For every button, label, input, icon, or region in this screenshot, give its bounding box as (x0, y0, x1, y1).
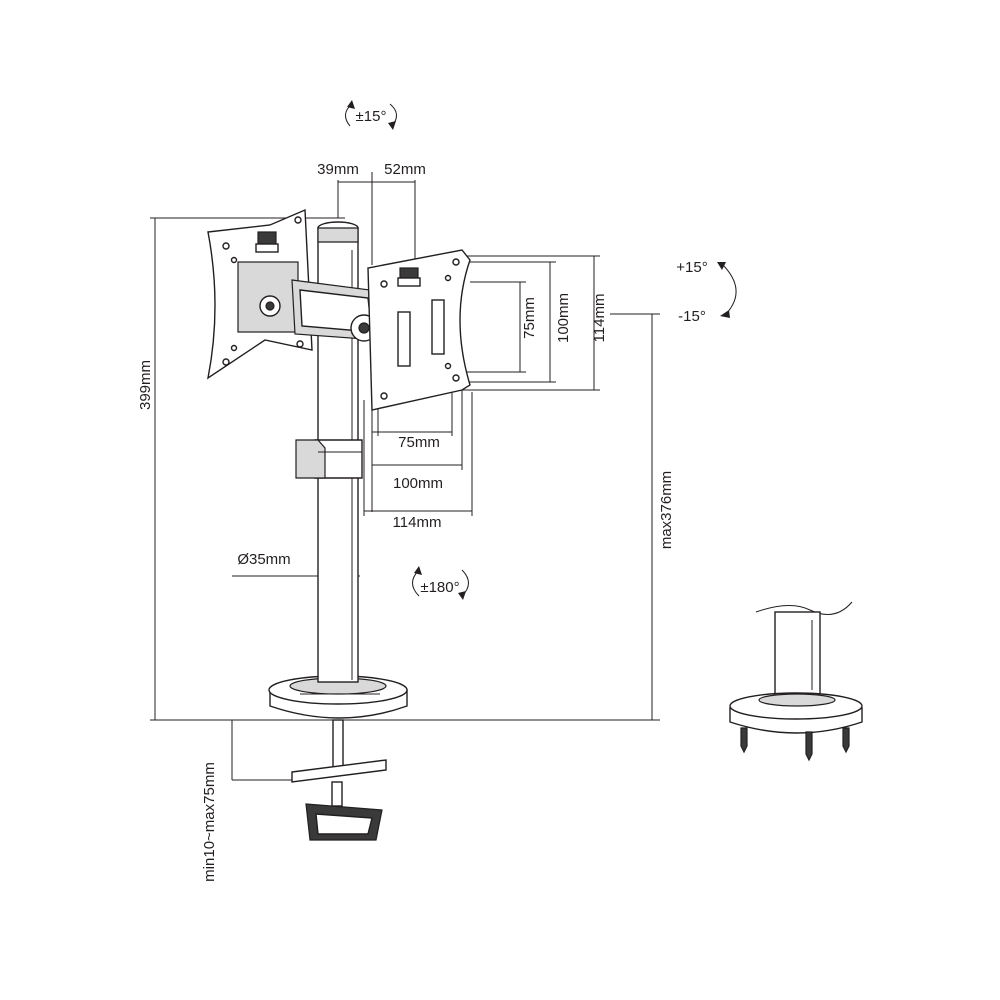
tilt-down-label: -15° (678, 308, 706, 325)
cable-clip (295, 439, 363, 479)
swing-arm (291, 279, 379, 342)
vesa-h114-label: 114mm (393, 514, 442, 531)
max-height-label: max376mm (658, 471, 675, 549)
vesa-v114-label: 114mm (591, 294, 608, 343)
pole-diameter-label: Ø35mm (237, 551, 290, 568)
dimension-labels: ±15° 39mm 52mm +15° -15° 75mm 100mm 114m… (137, 108, 708, 882)
desk-thickness-label: min10~max75mm (201, 762, 218, 882)
rotation-arrow-icon (412, 566, 469, 600)
tilt-arrow-icon (717, 262, 737, 318)
vesa-v100-label: 100mm (555, 293, 572, 343)
grommet-base-variant (729, 601, 863, 762)
rotation-label: ±180° (420, 579, 459, 596)
vesa-h100-label: 100mm (393, 475, 443, 492)
offset-left-label: 39mm (317, 161, 359, 178)
vesa-v75-label: 75mm (521, 297, 538, 339)
desk-clamp (291, 719, 387, 841)
total-height-label: 399mm (137, 360, 154, 410)
base-plate (268, 675, 408, 719)
tilt-up-label: +15° (676, 259, 707, 276)
offset-right-label: 52mm (384, 161, 426, 178)
dimension-lines (150, 172, 660, 781)
swivel-arrow-icon (345, 100, 397, 130)
vesa-h75-label: 75mm (398, 434, 440, 451)
swivel-top-label: ±15° (356, 108, 387, 125)
right-vesa-plate (367, 249, 471, 411)
monitor-mount (206, 208, 471, 841)
